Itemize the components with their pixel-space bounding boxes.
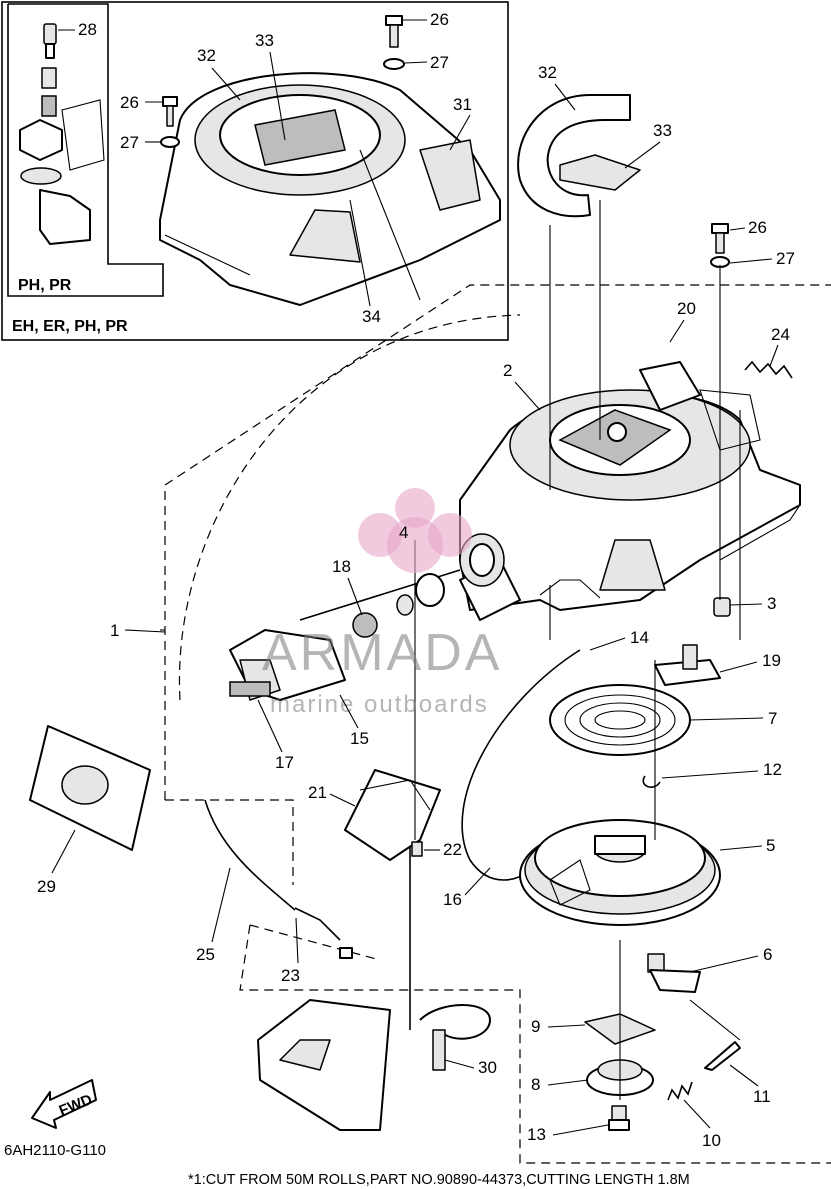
part-3-collar [713, 597, 731, 617]
callout-18: 18 [332, 557, 351, 576]
callout-5: 5 [766, 836, 775, 855]
watermark-brand: ARMADA [262, 624, 502, 682]
inset-outer-label: EH, ER, PH, PR [12, 318, 128, 335]
callout-32-inset: 32 [197, 46, 216, 65]
callout-6: 6 [763, 945, 772, 964]
part-24-spring [744, 360, 793, 379]
callout-26-right: 26 [748, 218, 767, 237]
watermark-tagline: marine outboards [270, 691, 489, 718]
inset-pin-stack [19, 23, 105, 245]
part-15-link-bracket [229, 629, 346, 701]
callout-31: 31 [453, 95, 472, 114]
callout-3: 3 [767, 594, 776, 613]
callout-25: 25 [196, 945, 215, 964]
footnote: *1:CUT FROM 50M ROLLS,PART NO.90890-4437… [188, 1172, 690, 1188]
part-16-cable [461, 649, 581, 881]
callout-1: 1 [110, 621, 119, 640]
part-7-recoil-spring [549, 684, 691, 756]
callout-10: 10 [702, 1131, 721, 1150]
callout-26-inset-top: 26 [430, 10, 449, 29]
callout-33-main: 33 [653, 121, 672, 140]
callout-14: 14 [630, 628, 649, 647]
part-6-drive-pawl [647, 953, 701, 993]
part-21-bracket [344, 769, 441, 861]
inset-bolt-26 [160, 96, 180, 148]
inset-outer-frame [1, 1, 509, 341]
part-13-bolt [608, 1105, 630, 1131]
callout-21: 21 [308, 783, 327, 802]
callout-32-main: 32 [538, 63, 557, 82]
part-11-pin [704, 1041, 741, 1071]
inset-inner-frame [7, 3, 164, 297]
callout-20: 20 [677, 299, 696, 318]
callout-19: 19 [762, 651, 781, 670]
callout-12: 12 [763, 760, 782, 779]
callout-17: 17 [275, 753, 294, 772]
part-32-cap [517, 94, 631, 218]
callout-7: 7 [768, 709, 777, 728]
part-33-label [559, 154, 641, 191]
callout-24: 24 [771, 325, 790, 344]
inset-label-plate [254, 109, 346, 166]
part-5-pulley [519, 819, 721, 926]
callout-16: 16 [443, 890, 462, 909]
callout-26-inset: 26 [120, 93, 139, 112]
part-30-rod [409, 840, 491, 1071]
fwd-arrow: FWD [31, 1079, 97, 1129]
part-10-spring [667, 1081, 693, 1101]
callout-13: 13 [527, 1125, 546, 1144]
inset-starter-housing [159, 72, 501, 306]
watermark-logo [358, 488, 472, 573]
callout-30: 30 [478, 1058, 497, 1077]
leader-lines [160, 149, 741, 1100]
inset-bolt-26-top [383, 15, 405, 70]
part-25-outer-cable [204, 799, 296, 911]
callout-8: 8 [531, 1075, 540, 1094]
diagram-code: 6AH2110-G110 [4, 1142, 106, 1159]
callout-labels: 1 2 3 4 5 6 7 8 9 10 11 12 13 14 15 16 1… [37, 10, 795, 1150]
callout-2: 2 [503, 361, 512, 380]
part-23-cable-end [294, 907, 341, 941]
callout-23: 23 [281, 966, 300, 985]
part-19-pawl [654, 644, 721, 686]
watermark: ARMADA marine outboards [262, 488, 502, 718]
inset-panel: PH, PR EH, ER, PH, PR [1, 1, 509, 341]
callout-34: 34 [362, 307, 381, 326]
part-29-cover [29, 725, 151, 851]
callout-33-inset: 33 [255, 31, 274, 50]
part-12-clip [642, 775, 661, 788]
callout-11: 11 [753, 1087, 771, 1106]
assembly-dashed-outlines [164, 284, 831, 1164]
callout-28: 28 [78, 20, 97, 39]
callout-27-inset-top: 27 [430, 53, 449, 72]
callout-27-inset: 27 [120, 133, 139, 152]
callout-15: 15 [350, 729, 369, 748]
part-2-starter-housing [459, 361, 801, 611]
part-22-bolt [411, 841, 423, 857]
callout-22: 22 [443, 840, 462, 859]
part-4-handle-guide [299, 533, 521, 638]
callout-27-right: 27 [776, 249, 795, 268]
part-26-bolt-right [710, 223, 730, 268]
inset-inner-label: PH, PR [18, 277, 72, 294]
callout-4: 4 [399, 523, 408, 542]
callout-29: 29 [37, 877, 56, 896]
bottom-bracket [257, 999, 391, 1131]
callout-9: 9 [531, 1017, 540, 1036]
